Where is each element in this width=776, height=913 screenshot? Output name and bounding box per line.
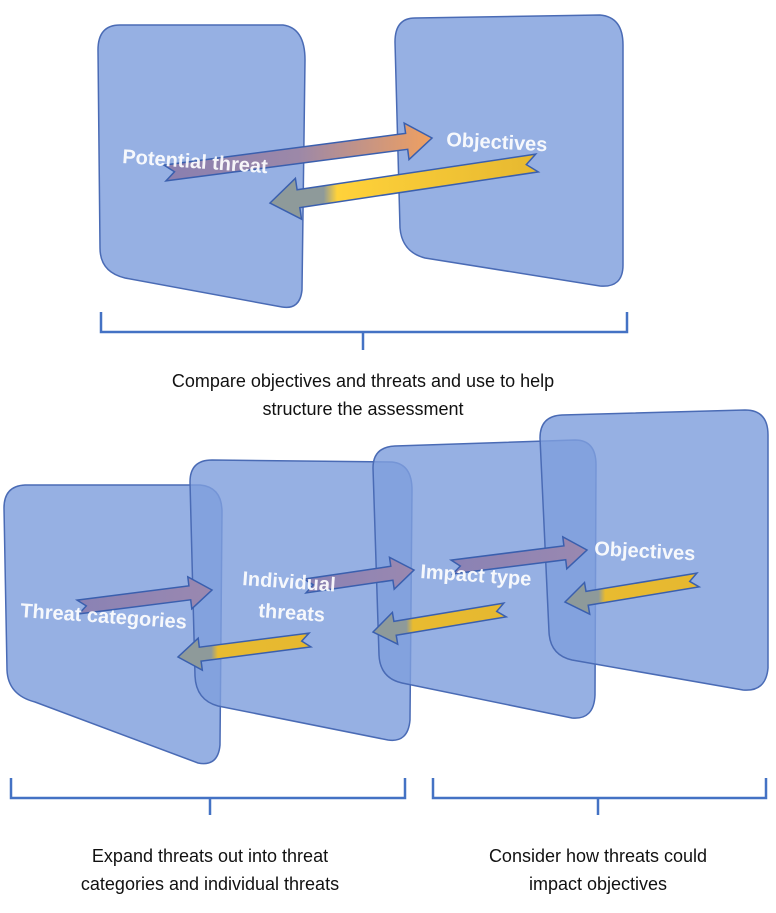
top-caption-line1: Compare objectives and threats and use t…	[172, 371, 554, 391]
label-objectives-bottom: Objectives	[594, 538, 696, 565]
arrow-impact-to-objectives	[448, 535, 589, 575]
bottom-right-brace	[431, 778, 768, 815]
arrow-objectives-to-impact	[563, 572, 702, 616]
arrow-categories-to-individual	[74, 575, 214, 615]
panel-objectives-top	[394, 14, 624, 287]
arrow-threat-to-objectives	[161, 121, 434, 182]
bottom-right-caption-line2: impact objectives	[529, 874, 667, 894]
bottom-right-caption-line1: Consider how threats could	[489, 846, 707, 866]
arrow-objectives-to-threat	[268, 153, 541, 221]
top-caption-line2: structure the assessment	[262, 399, 463, 419]
top-brace	[99, 312, 629, 350]
label-threats: threats	[258, 600, 326, 627]
bottom-left-brace	[9, 778, 407, 815]
panel-objectives-bottom	[539, 409, 769, 691]
arrow-individual-to-impact	[301, 555, 416, 594]
arrow-individual-to-categories	[176, 632, 314, 672]
bottom-left-caption-line1: Expand threats out into threat	[92, 846, 328, 866]
bottom-left-caption-line2: categories and individual threats	[81, 874, 339, 894]
label-objectives-top: Objectives	[446, 129, 548, 156]
arrow-impact-to-individual	[371, 602, 509, 646]
